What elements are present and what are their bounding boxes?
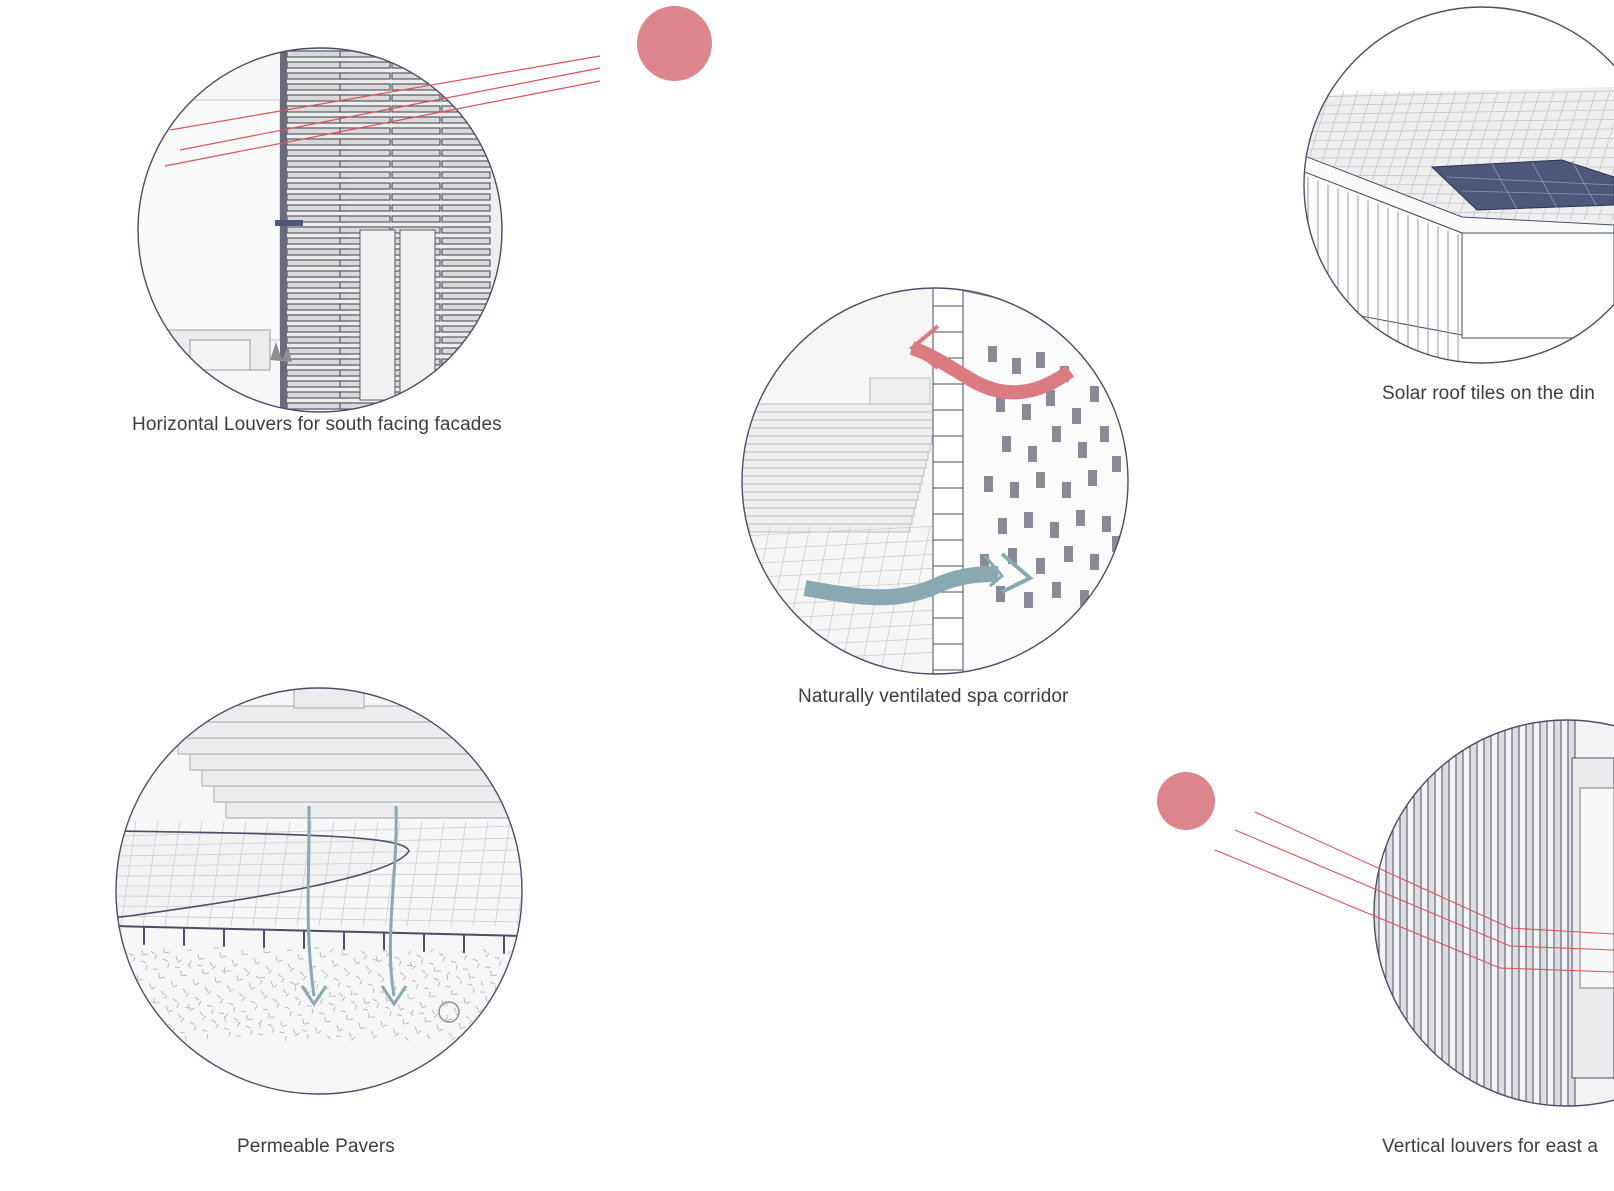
permeable-pavers-vignette [114, 686, 524, 1096]
caption-spa-corridor: Naturally ventilated spa corridor [798, 686, 1069, 707]
spa-corridor-vignette [740, 286, 1130, 676]
caption-solar-roof: Solar roof tiles on the din [1382, 383, 1595, 404]
sun-rays-east [1214, 811, 1614, 973]
vertical-louvers-vignette [1372, 718, 1614, 1108]
solar-roof-illustration [1303, 6, 1614, 364]
horizontal-louvers-vignette [130, 40, 510, 420]
solar-roof-vignette [1302, 5, 1614, 365]
sun-icon [1157, 772, 1215, 830]
sun-rays-south [164, 55, 601, 167]
horizontal-louvers-illustration [137, 47, 503, 413]
permeable-pavers-illustration [115, 687, 523, 1095]
caption-vertical-louvers: Vertical louvers for east a [1382, 1136, 1599, 1157]
caption-horizontal-louvers: Horizontal Louvers for south facing faca… [132, 414, 502, 435]
caption-permeable-pavers: Permeable Pavers [237, 1136, 395, 1157]
sun-icon [637, 6, 712, 81]
vertical-louvers-illustration [1373, 719, 1614, 1107]
spa-corridor-illustration [741, 287, 1129, 675]
